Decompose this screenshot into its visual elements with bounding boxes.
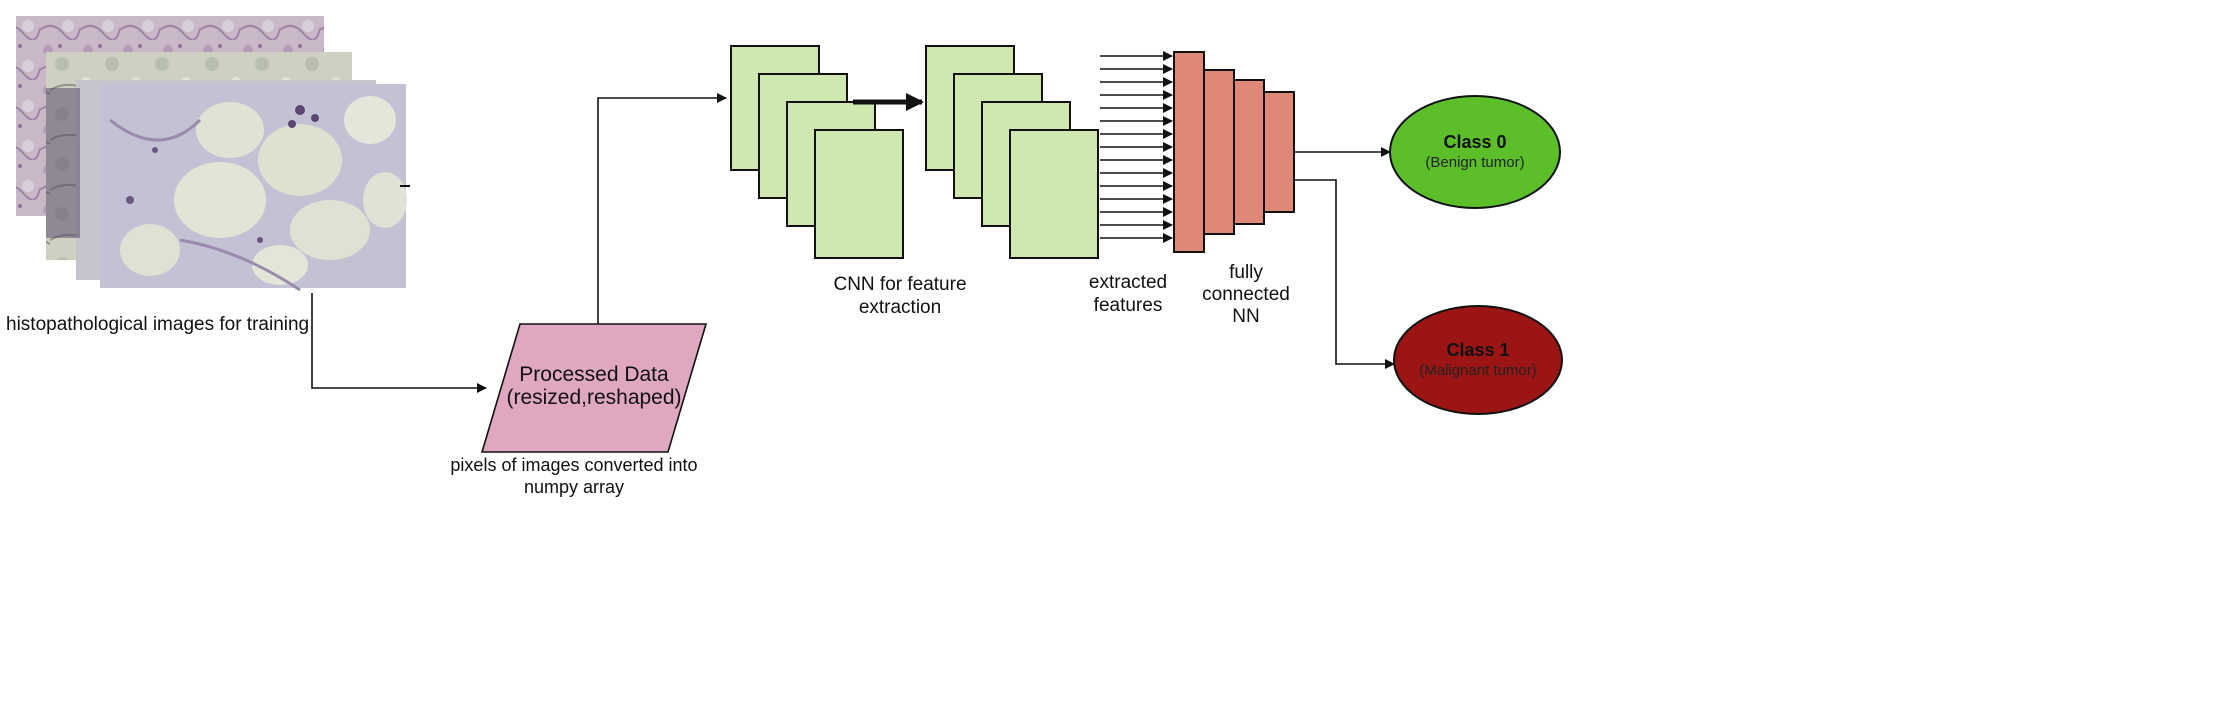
- features-caption-line2: features: [1094, 295, 1163, 316]
- fully-connected-layers: [1173, 51, 1295, 253]
- histopathology-image-stack: [16, 16, 410, 292]
- fc-layer: [1233, 79, 1265, 225]
- cnn-block-1: [730, 45, 904, 259]
- arrow-processing-to-cnn: [597, 93, 727, 324]
- fc-caption-line3: NN: [1232, 306, 1259, 327]
- class-1-subtitle: (Malignant tumor): [1419, 362, 1537, 379]
- fc-caption-line2: connected: [1202, 284, 1290, 305]
- processing-caption-line2: numpy array: [524, 477, 624, 497]
- output-class-1: Class 1 (Malignant tumor): [1393, 305, 1563, 415]
- tissue-image-front: [100, 84, 407, 292]
- input-caption: histopathological images for training: [6, 314, 309, 335]
- cnn-block-2: [925, 45, 1099, 259]
- class-0-ellipse: [1389, 95, 1561, 209]
- arrow-fc-to-class1: [1294, 179, 1395, 369]
- feature-map: [814, 129, 904, 259]
- processing-caption-line1: pixels of images converted into: [450, 455, 697, 475]
- output-class-0: Class 0 (Benign tumor): [1389, 95, 1561, 209]
- cnn-caption-line1: CNN for feature: [833, 274, 966, 295]
- fc-layer: [1203, 69, 1235, 235]
- fc-layer: [1263, 91, 1295, 213]
- class-0-subtitle: (Benign tumor): [1425, 154, 1524, 171]
- cnn-caption-line2: extraction: [859, 297, 941, 318]
- arrow-images-to-processing: [311, 293, 487, 393]
- features-caption-line1: extracted: [1089, 272, 1167, 293]
- class-1-ellipse: [1393, 305, 1563, 415]
- processed-data-subtitle: (resized,reshaped): [506, 386, 681, 409]
- processed-data-box: [480, 323, 708, 453]
- class-1-title: Class 1: [1446, 340, 1509, 360]
- fc-layer: [1173, 51, 1205, 253]
- class-0-title: Class 0: [1443, 132, 1506, 152]
- processed-data-title: Processed Data: [519, 363, 669, 386]
- feature-map: [1009, 129, 1099, 259]
- extracted-feature-arrows: [1100, 51, 1173, 243]
- nuclei-strip: [46, 88, 80, 238]
- fc-caption-line1: fully: [1229, 262, 1263, 283]
